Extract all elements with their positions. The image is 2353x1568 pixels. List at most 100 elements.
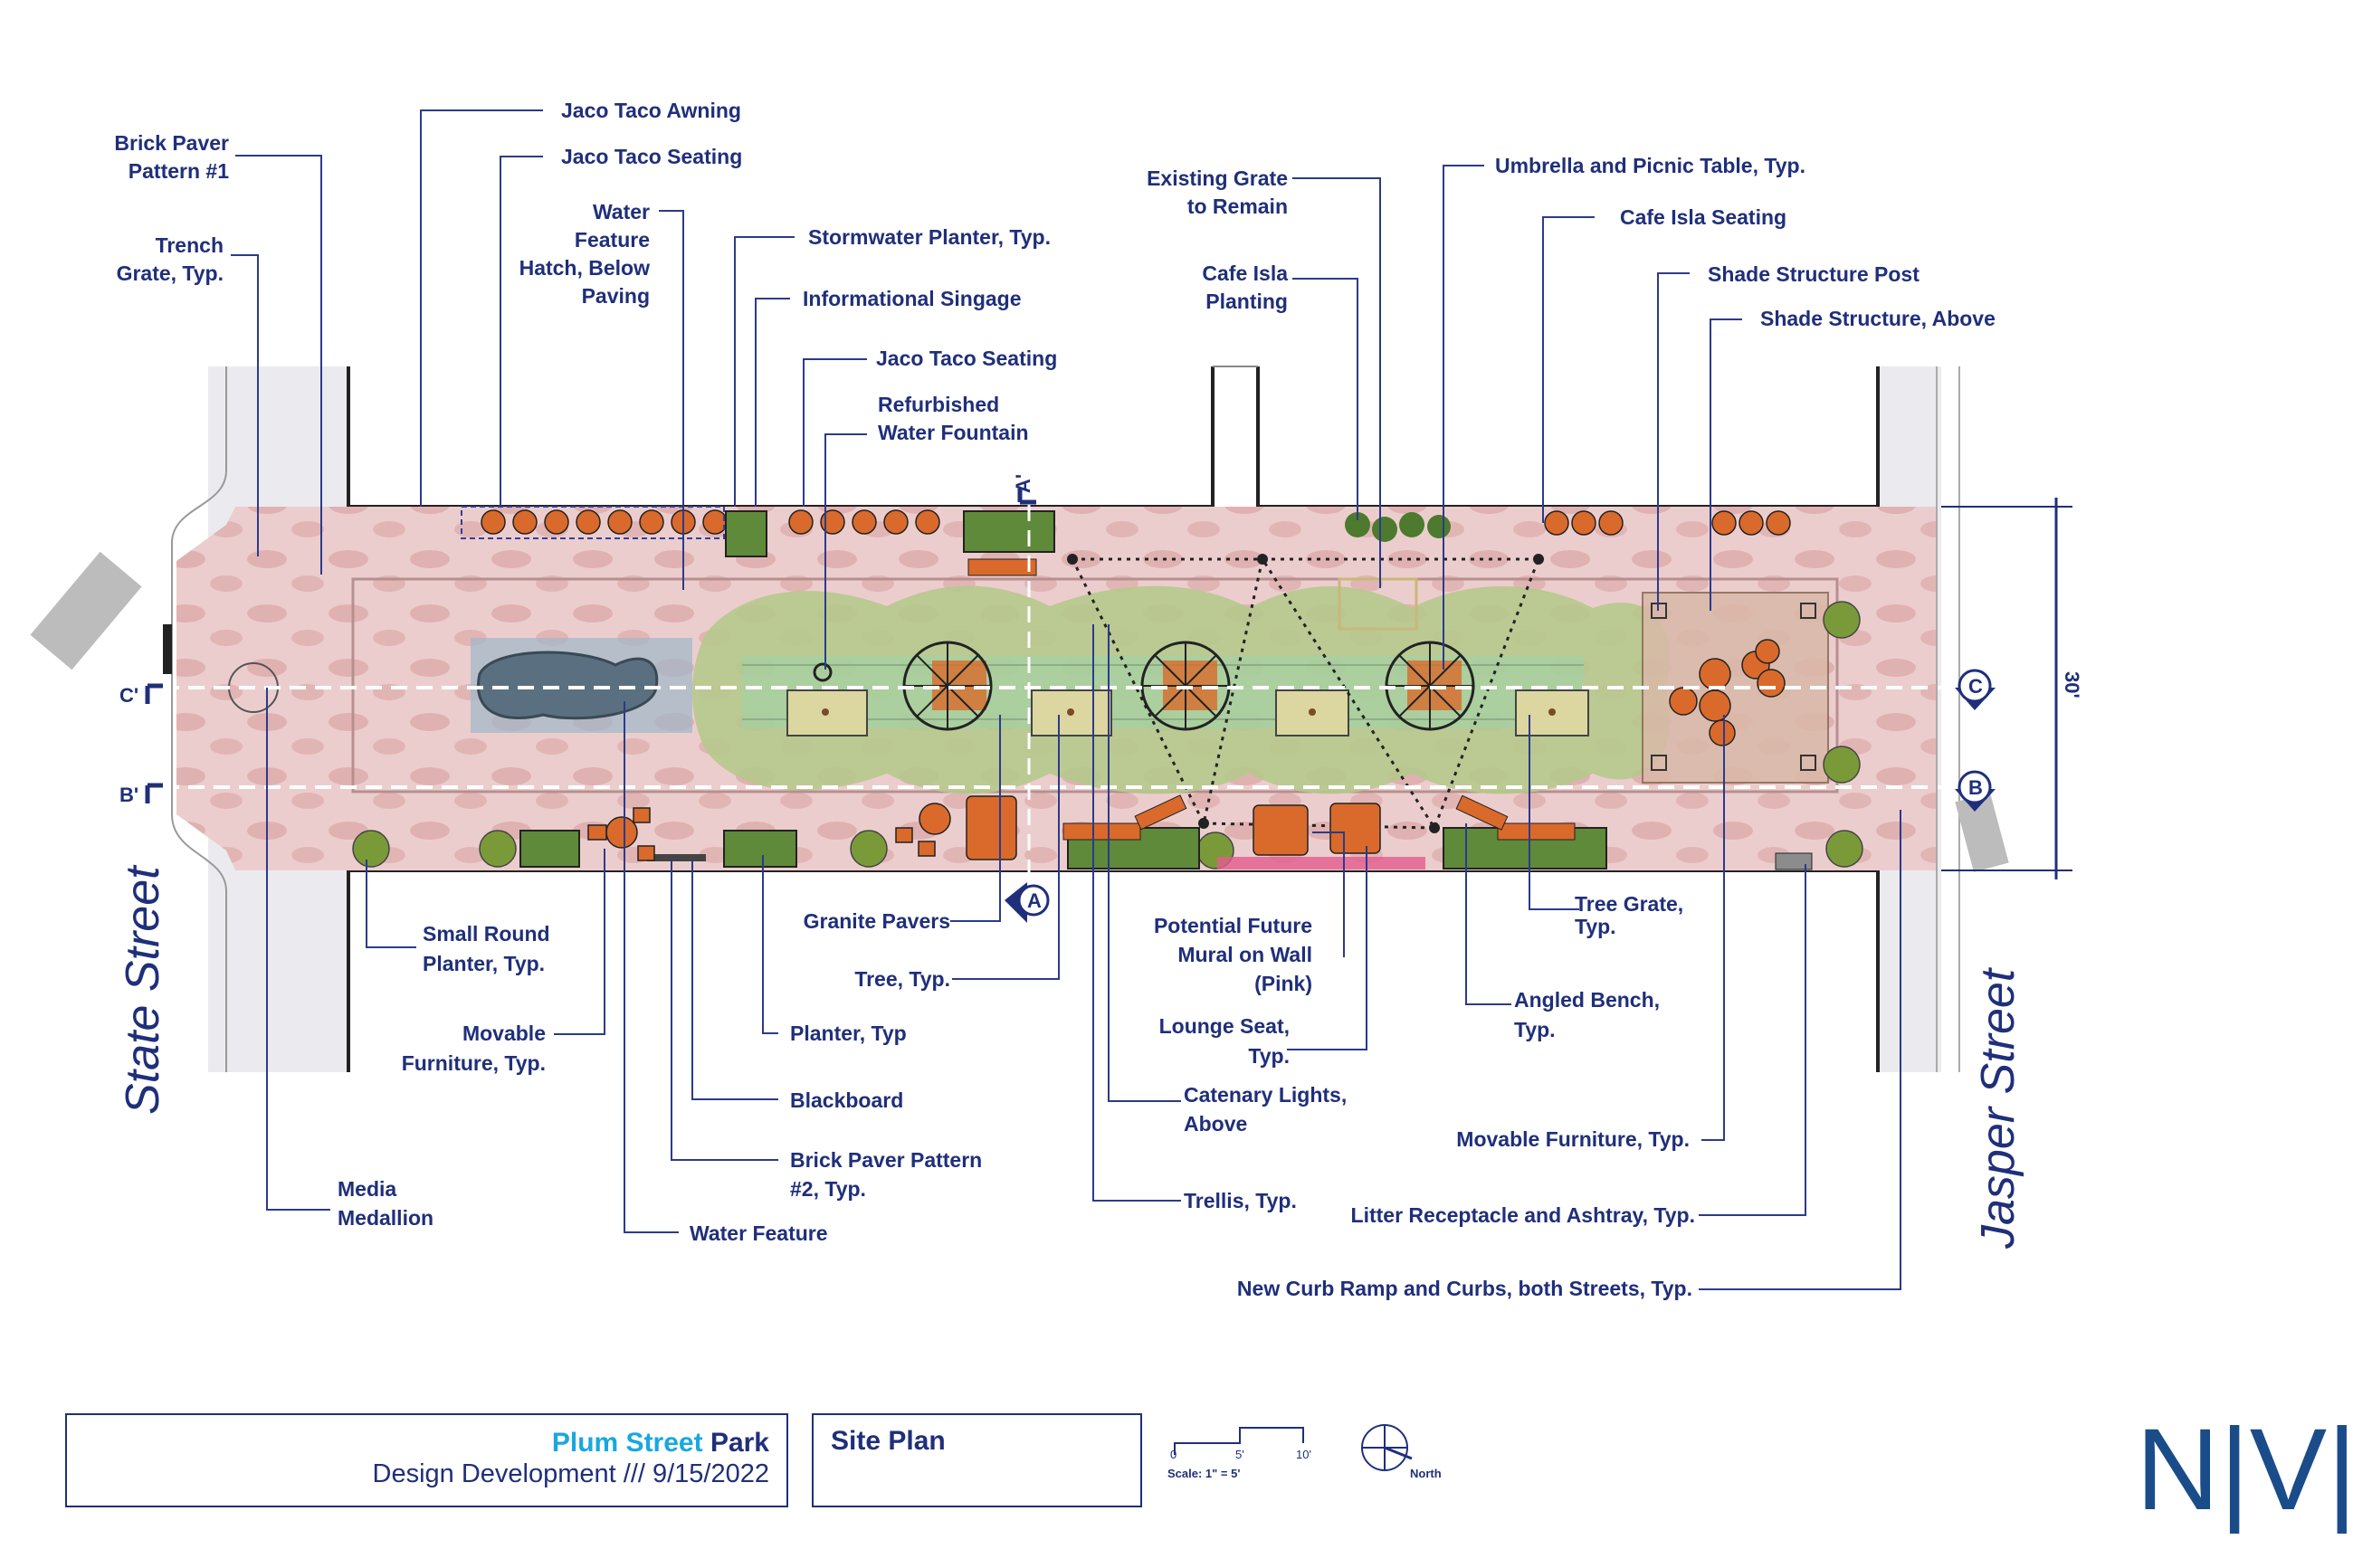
water-fountain <box>813 662 833 682</box>
planter-south-1 <box>519 830 580 868</box>
north-arrow: North <box>1361 1424 1442 1480</box>
blackboard <box>647 854 706 861</box>
dimension-30ft: 30' <box>1941 498 2083 879</box>
svg-text:A': A' <box>1012 474 1034 493</box>
sheet-box <box>812 1413 1142 1507</box>
street-vehicle-right <box>1955 793 2009 872</box>
svg-text:10': 10' <box>1296 1448 1311 1461</box>
section-markers: C B A C' B' A' <box>119 474 1996 923</box>
plaza-outline <box>351 577 1839 794</box>
title-block: Plum Street Park Design Development /// … <box>65 1405 2353 1535</box>
leader-lines <box>231 109 1901 1290</box>
callout-lounge: Lounge Seat,Typ. <box>1159 1014 1290 1068</box>
svg-text:North: North <box>1410 1467 1442 1480</box>
svg-text:0: 0 <box>1170 1448 1176 1461</box>
movable-furniture-left <box>587 803 951 861</box>
project-box <box>65 1413 788 1507</box>
existing-grate <box>1338 577 1418 631</box>
section-b-prime-marker: B' <box>119 783 163 806</box>
stormwater-planter-1 <box>725 510 767 557</box>
small-round-planters <box>352 601 1863 870</box>
callout-water-feature: Water Feature <box>690 1221 828 1245</box>
jaco-taco-seating <box>481 509 940 535</box>
street-vehicle <box>30 551 142 670</box>
jasper-street-label: Jasper Street <box>1972 966 2024 1250</box>
water-feature <box>477 651 659 720</box>
north-building-wall <box>347 366 1880 508</box>
curb-ramp-left <box>163 624 172 674</box>
sheet-title: Site Plan <box>831 1426 946 1456</box>
dimension-label: 30' <box>2061 671 2083 698</box>
tree-trunks <box>822 708 1556 716</box>
cafe-isla-seating <box>1544 510 1791 536</box>
callout-info-signage: Informational Singage <box>803 287 1022 310</box>
project-title: Plum Street Park <box>552 1428 769 1458</box>
callout-catenary: Catenary Lights,Above <box>1184 1083 1347 1136</box>
state-street-label: State Street <box>117 864 169 1115</box>
svg-text:5': 5' <box>1235 1448 1244 1461</box>
litter-receptacle <box>1775 852 1813 870</box>
nv5-logo: N|V|5 <box>2136 1405 2353 1535</box>
svg-text:C: C <box>1968 675 1983 698</box>
angled-benches <box>1062 794 1576 841</box>
shade-post-2 <box>1800 603 1816 619</box>
svg-text:C': C' <box>119 684 138 707</box>
callout-tree: Tree, Typ. <box>854 967 950 991</box>
callout-tree-grate: Tree Grate,Typ. <box>1575 892 1683 938</box>
project-phase: Design Development /// 9/15/2022 <box>373 1459 770 1488</box>
cafe-isla-planting <box>1345 512 1451 542</box>
section-b-marker: B <box>1955 770 1996 812</box>
lounge-seats <box>966 795 1381 860</box>
callout-trellis: Trellis, Typ. <box>1184 1189 1297 1212</box>
bench-north <box>967 558 1037 576</box>
section-a-marker: A <box>1005 882 1050 923</box>
trellis-posts <box>1067 554 1544 833</box>
callout-litter: Litter Receptacle and Ashtray, Typ. <box>1351 1203 1695 1227</box>
planter-south-2 <box>723 830 797 868</box>
svg-text:Scale: 1" = 5': Scale: 1" = 5' <box>1167 1467 1240 1480</box>
shade-post-4 <box>1800 755 1816 771</box>
callout-jaco-seating-1: Jaco Taco Seating <box>561 145 742 168</box>
section-c-marker: C <box>1955 669 1996 710</box>
callout-shade-above: Shade Structure, Above <box>1760 307 1996 330</box>
callout-umbrella: Umbrella and Picnic Table, Typ. <box>1495 154 1805 177</box>
callout-stormwater-planter: Stormwater Planter, Typ. <box>808 225 1051 249</box>
jasper-street-curb <box>1936 366 1960 1072</box>
state-street-curb <box>171 366 227 1072</box>
scale-bar: 0 5' 10' Scale: 1" = 5' <box>1167 1427 1311 1480</box>
section-a-prime-marker: A' <box>1012 474 1036 505</box>
callout-jaco-awning: Jaco Taco Awning <box>561 99 741 122</box>
mural-on-wall <box>1217 857 1425 870</box>
plan-area <box>30 366 2009 1072</box>
svg-text:B: B <box>1968 776 1983 799</box>
callout-curb-ramp: New Curb Ramp and Curbs, both Streets, T… <box>1237 1277 1692 1300</box>
callout-brick-paver-2: Brick Paver Pattern#2, Typ. <box>790 1148 982 1201</box>
svg-text:A: A <box>1027 889 1042 912</box>
callout-jaco-seating-2: Jaco Taco Seating <box>876 347 1057 370</box>
callout-granite: Granite Pavers <box>804 909 950 933</box>
callout-shade-post: Shade Structure Post <box>1708 262 1920 286</box>
svg-text:B': B' <box>119 784 138 806</box>
stormwater-planter-2 <box>963 510 1055 553</box>
callout-movable-right: Movable Furniture, Typ. <box>1456 1127 1690 1151</box>
callout-planter: Planter, Typ <box>790 1022 907 1045</box>
movable-furniture-right <box>1669 639 1786 746</box>
jaco-taco-awning <box>461 506 725 539</box>
callout-cafe-seating: Cafe Isla Seating <box>1620 205 1786 229</box>
callout-angled-bench: Angled Bench,Typ. <box>1514 988 1660 1041</box>
shade-post-3 <box>1651 755 1667 771</box>
callout-blackboard: Blackboard <box>790 1088 903 1112</box>
section-c-prime-marker: C' <box>119 683 163 707</box>
